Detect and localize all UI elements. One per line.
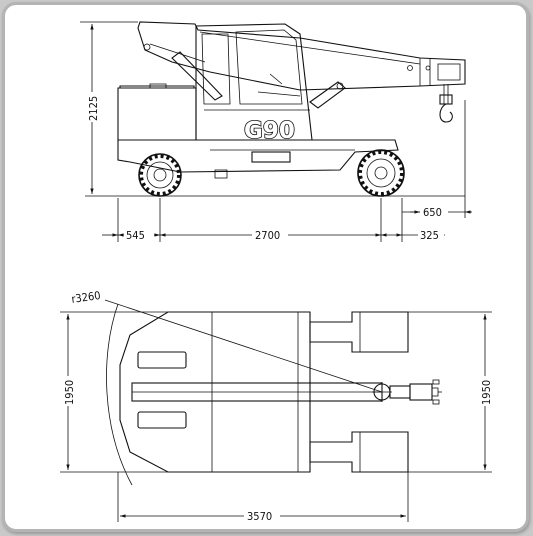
rear-overhang-value: 325 (420, 229, 439, 242)
length-dimensions: 545 2700 325 (102, 228, 445, 242)
width-dimension-right: 1950 (477, 314, 493, 470)
side-view: G90 2125 (80, 21, 472, 242)
turning-radius-value: r3260 (71, 289, 102, 306)
top-view: r3260 1950 1950 3570 (60, 289, 493, 523)
top-body (119, 311, 311, 473)
cabin (195, 23, 313, 141)
front-overhang-value: 545 (126, 229, 145, 242)
front-wheel (138, 153, 182, 197)
counterweight (117, 83, 197, 141)
drawing-frame (2, 2, 529, 532)
boom-top (131, 379, 442, 405)
width-left-value: 1950 (63, 380, 76, 405)
wheelbase-value: 2700 (255, 229, 280, 242)
width-right-value: 1950 (480, 380, 493, 405)
rear-wheel (357, 149, 405, 197)
boom (137, 21, 466, 109)
height-value: 2125 (87, 96, 100, 121)
boom-offset-value: 650 (423, 206, 442, 219)
boom-offset-dimension: 650 (402, 205, 472, 219)
overall-length-value: 3570 (247, 510, 272, 523)
slot-upper (137, 351, 187, 369)
overall-length-dimension: 3570 (120, 509, 406, 523)
turning-radius: r3260 (71, 289, 383, 486)
slot-lower (137, 411, 187, 429)
hook (439, 84, 453, 123)
width-dimension-left: 1950 (60, 314, 76, 470)
chassis (117, 139, 399, 179)
height-dimension: 2125 (80, 21, 138, 194)
